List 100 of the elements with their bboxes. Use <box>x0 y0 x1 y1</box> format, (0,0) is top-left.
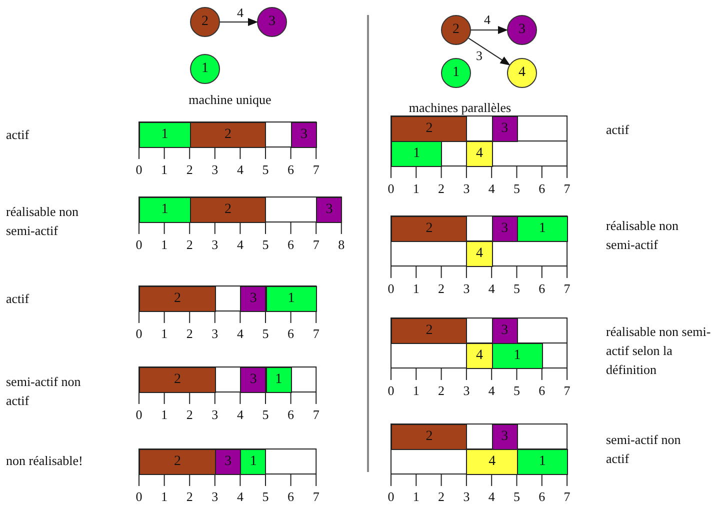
task-block: 3 <box>240 367 266 393</box>
row-caption: actif <box>6 290 30 308</box>
tick-label: 2 <box>437 383 446 399</box>
tick-label: 1 <box>160 326 169 342</box>
task-block: 2 <box>190 197 266 223</box>
arrow <box>220 18 258 26</box>
arrow <box>470 26 508 34</box>
job-circle: 4 <box>507 58 537 88</box>
tick-label: 6 <box>538 281 546 297</box>
task-block: 4 <box>466 141 493 167</box>
tick-label: 7 <box>312 162 320 178</box>
column-title: machines parallèles <box>408 99 512 117</box>
task-block: 3 <box>492 424 518 450</box>
tick-label: 3 <box>462 281 471 297</box>
task-block: 1 <box>139 197 191 223</box>
tick-label: 2 <box>437 281 446 297</box>
edge-label: 3 <box>476 47 482 65</box>
task-block: 4 <box>466 449 518 475</box>
arrow <box>468 38 510 66</box>
tick-label: 5 <box>261 237 270 253</box>
tick-label: 4 <box>236 489 244 505</box>
tick-label: 7 <box>562 181 572 197</box>
tick-label: 4 <box>236 407 244 423</box>
tick-label: 5 <box>512 181 521 197</box>
task-block: 2 <box>391 216 468 242</box>
tick-label: 3 <box>210 162 220 178</box>
column-title: machine unique <box>188 91 272 109</box>
tick-label: 2 <box>437 181 446 197</box>
tick-label: 2 <box>437 489 446 505</box>
job-circle: 2 <box>441 15 471 45</box>
task-block: 2 <box>190 122 266 148</box>
tick-label: 7 <box>562 281 572 297</box>
tick-label: 1 <box>412 281 420 297</box>
tick-label: 7 <box>312 237 320 253</box>
task-block: 1 <box>240 449 266 475</box>
edge-label: 4 <box>237 4 244 22</box>
tick-label: 6 <box>286 237 296 253</box>
tick-label: 2 <box>185 407 194 423</box>
tick-label: 5 <box>261 162 270 178</box>
tick-label: 4 <box>236 162 244 178</box>
task-block: 3 <box>240 286 266 312</box>
task-block: 1 <box>516 449 568 475</box>
tick-label: 5 <box>512 383 521 399</box>
tick-label: 1 <box>160 237 169 253</box>
tick-label: 0 <box>134 162 144 178</box>
tick-label: 0 <box>386 489 396 505</box>
row-caption: semi-actif non actif <box>606 431 682 468</box>
task-block: 2 <box>391 424 468 450</box>
tick-label: 1 <box>160 162 169 178</box>
tick-label: 0 <box>134 407 144 423</box>
tick-label: 3 <box>210 489 220 505</box>
job-circle: 1 <box>441 58 471 88</box>
tick-label: 6 <box>538 181 546 197</box>
tick-label: 3 <box>462 489 471 505</box>
tick-label: 4 <box>487 489 496 505</box>
tick-label: 4 <box>487 181 496 197</box>
tick-label: 1 <box>160 489 169 505</box>
tick-label: 2 <box>185 489 194 505</box>
tick-label: 3 <box>210 326 220 342</box>
task-block: 3 <box>214 449 242 475</box>
row-caption: non réalisable! <box>6 452 84 470</box>
tick-label: 3 <box>462 383 471 399</box>
task-block: 1 <box>266 367 292 393</box>
tick-label: 8 <box>337 237 346 253</box>
tick-label: 4 <box>487 281 496 297</box>
task-block: 3 <box>492 216 518 242</box>
tick-label: 5 <box>512 489 521 505</box>
tick-label: 0 <box>134 237 144 253</box>
tick-label: 7 <box>562 383 572 399</box>
tick-label: 1 <box>412 383 420 399</box>
tick-label: 0 <box>386 181 396 197</box>
tick-label: 0 <box>134 489 144 505</box>
task-block: 1 <box>266 286 318 312</box>
job-circle: 3 <box>257 7 287 37</box>
task-block: 1 <box>516 216 568 242</box>
task-block: 1 <box>391 141 442 167</box>
tick-label: 3 <box>462 181 471 197</box>
tick-label: 5 <box>261 489 270 505</box>
row-caption: réalisable non semi-actif selon la définition <box>606 323 712 379</box>
task-block: 2 <box>139 286 216 312</box>
tick-label: 6 <box>538 489 546 505</box>
tick-label: 1 <box>160 407 169 423</box>
tick-label: 6 <box>286 326 296 342</box>
task-block: 3 <box>492 318 518 344</box>
job-circle: 1 <box>190 54 220 84</box>
tick-label: 1 <box>412 181 420 197</box>
tick-label: 7 <box>312 326 320 342</box>
tick-label: 7 <box>312 489 320 505</box>
tick-label: 4 <box>236 237 244 253</box>
row-caption: réalisable non semi-actif <box>6 203 80 240</box>
task-block: 2 <box>391 318 468 344</box>
row-caption: actif <box>606 121 630 139</box>
tick-label: 5 <box>261 407 270 423</box>
tick-label: 0 <box>386 281 396 297</box>
tick-label: 3 <box>210 237 220 253</box>
row-caption: réalisable non semi-actif <box>606 217 680 254</box>
tick-label: 3 <box>210 407 220 423</box>
task-block: 3 <box>316 197 342 223</box>
row-caption: semi-actif non actif <box>6 373 82 410</box>
task-block: 3 <box>290 122 318 148</box>
